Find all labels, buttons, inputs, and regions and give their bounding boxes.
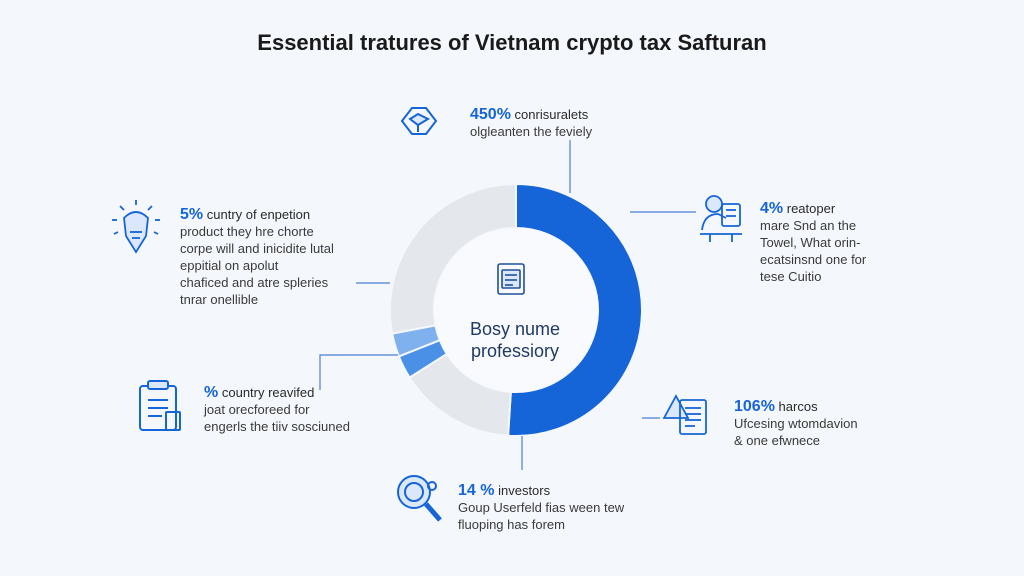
callout-left-bottom-line: engerls the tiiv sosciuned xyxy=(204,419,350,434)
callout-left-top-line: tnrar onellible xyxy=(180,292,259,307)
callout-left-bottom-line: joat orecforeed for xyxy=(204,402,310,417)
donut-hole xyxy=(434,228,598,392)
leader-lines xyxy=(319,140,696,470)
callout-right-top-value: 4% xyxy=(760,200,784,217)
callout-left-top-value: 5% xyxy=(180,206,204,223)
callout-top-head: conrisuralets xyxy=(514,107,589,122)
callout-right-bottom: 106% harcos Ufcesing wtomdavion & one ef… xyxy=(734,398,858,449)
leader-left-bottom xyxy=(319,354,398,390)
callout-bottom-line: Goup Userfeld fias ween tew xyxy=(458,500,625,515)
callout-right-top-line: mare Snd an the xyxy=(760,218,857,233)
callout-right-top-line: tese Cuitio xyxy=(760,269,822,284)
clipboard-icon xyxy=(139,380,181,431)
magnifier-icon xyxy=(397,475,442,522)
callout-top-value: 450% xyxy=(470,106,511,123)
callout-left-top-line: product they hre chorte xyxy=(180,224,314,239)
callout-right-top-line: Towel, What orin- xyxy=(760,235,861,250)
document-icon xyxy=(497,263,525,295)
chart-title: Essential tratures of Vietnam crypto tax… xyxy=(257,30,767,55)
person-desk-icon xyxy=(700,195,742,242)
callout-left-top: 5% cuntry of enpetion product they hre c… xyxy=(180,206,334,308)
center-label: Bosy nume professiory xyxy=(440,318,590,362)
callout-left-bottom: % country reavifed joat orecforeed for e… xyxy=(204,384,350,435)
center-label-line2: professiory xyxy=(470,341,560,361)
callout-left-bottom-head: country reavifed xyxy=(221,385,315,400)
callout-right-bottom-head: harcos xyxy=(778,399,818,414)
callout-right-top-line: ecatsinsnd one for xyxy=(760,252,867,267)
center-label-line1: Bosy nume xyxy=(469,319,561,339)
callout-left-top-head: cuntry of enpetion xyxy=(206,207,311,222)
lightbulb-shield-icon xyxy=(112,200,160,254)
callout-right-bottom-line: Ufcesing wtomdavion xyxy=(734,416,858,431)
callout-right-top: 4% reatoper mare Snd an the Towel, What … xyxy=(760,200,866,285)
document-chart-icon xyxy=(662,394,707,435)
cube-icon xyxy=(400,107,438,135)
callout-bottom: 14 % investors Goup Userfeld fias ween t… xyxy=(458,482,624,533)
callout-right-bottom-value: 106% xyxy=(734,398,775,415)
callout-top-line: olgleanten the feviely xyxy=(470,124,593,139)
callout-left-top-line: chaficed and atre spleries xyxy=(180,275,329,290)
callout-left-top-line: corpe will and inicidite lutal xyxy=(180,241,334,256)
callout-right-bottom-line: & one efwnece xyxy=(734,433,821,448)
callout-right-top-head: reatoper xyxy=(786,201,836,216)
callout-left-bottom-value: % xyxy=(204,384,219,401)
callout-top: 450% conrisuralets olgleanten the feviel… xyxy=(470,106,592,140)
callout-bottom-head: investors xyxy=(498,483,551,498)
callout-bottom-value: 14 % xyxy=(458,482,495,499)
callout-bottom-line: fluoping has forem xyxy=(458,517,565,532)
callout-left-top-line: eppitial on apolut xyxy=(180,258,279,273)
